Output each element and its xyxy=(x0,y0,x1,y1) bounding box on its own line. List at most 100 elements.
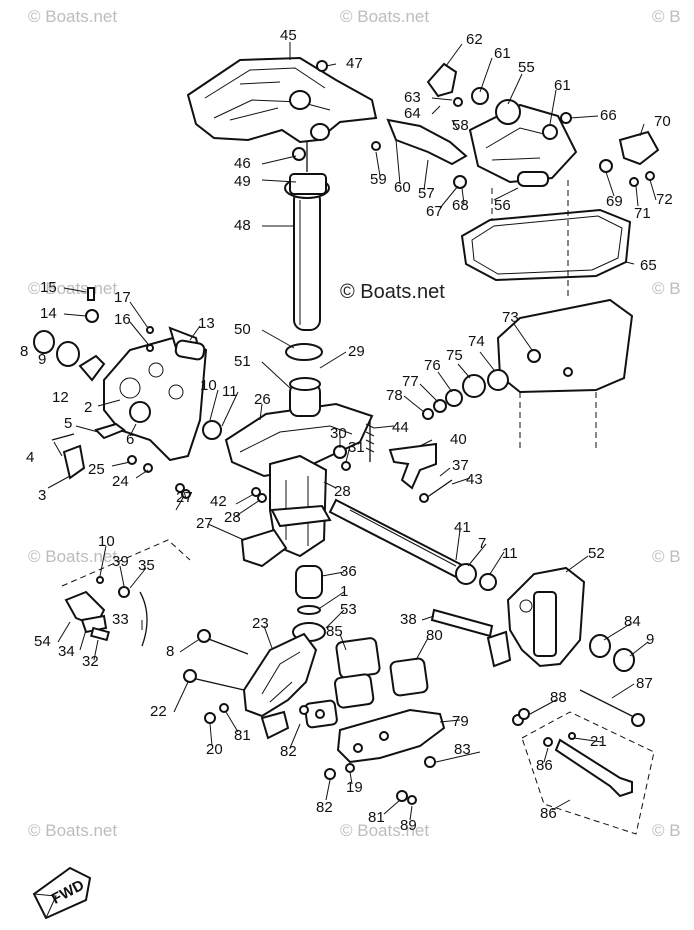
callout-label: 8 xyxy=(20,343,28,360)
callout-label: 52 xyxy=(588,545,605,562)
callout-label: 10 xyxy=(98,533,115,550)
callout-label: 54 xyxy=(34,633,51,650)
callout-label: 31 xyxy=(348,439,365,456)
callout-label: 87 xyxy=(636,675,653,692)
callout-label: 77 xyxy=(402,373,419,390)
callout-label: 6 xyxy=(126,431,134,448)
watermark-top-right: © B xyxy=(652,7,681,26)
callout-label: 12 xyxy=(52,389,69,406)
callout-label: 29 xyxy=(348,343,365,360)
callout-label: 79 xyxy=(452,713,469,730)
callout-label: 78 xyxy=(386,387,403,404)
parts-drawing xyxy=(32,56,660,920)
callout-label: 69 xyxy=(606,193,623,210)
callout-label: 84 xyxy=(624,613,641,630)
clamp-strap xyxy=(388,442,453,503)
callout-label: 53 xyxy=(340,601,357,618)
callout-label: 63 xyxy=(404,89,421,106)
callout-label: 3 xyxy=(38,487,46,504)
callout-label: 66 xyxy=(600,107,617,124)
callout-label: 75 xyxy=(446,347,463,364)
callout-label: 82 xyxy=(316,799,333,816)
callout-label: 14 xyxy=(40,305,57,322)
callout-label: 56 xyxy=(494,197,511,214)
callout-label: 74 xyxy=(468,333,485,350)
mount-rubbers xyxy=(299,637,429,729)
callout-label: 50 xyxy=(234,321,251,338)
callout-label: 81 xyxy=(234,727,251,744)
watermark-bottom-center: © Boats.net xyxy=(340,821,429,840)
callout-label: 37 xyxy=(452,457,469,474)
callout-label: 39 xyxy=(112,553,129,570)
callout-label: 73 xyxy=(502,309,519,326)
callout-label: 71 xyxy=(634,205,651,222)
watermark-top-center: © Boats.net xyxy=(340,7,429,26)
callout-label: 55 xyxy=(518,59,535,76)
lower-mount-bracket xyxy=(336,708,446,768)
steering-shaft xyxy=(284,142,330,331)
callout-label: 38 xyxy=(400,611,417,628)
trim-rod-parts xyxy=(61,539,191,647)
callout-label: 33 xyxy=(112,611,129,628)
upper-mount-bracket xyxy=(186,56,378,144)
watermark-mid-left: © Boats.net xyxy=(28,279,117,298)
callout-label: 57 xyxy=(418,185,435,202)
callout-label: 21 xyxy=(590,733,607,750)
callout-label: 1 xyxy=(340,583,348,600)
swivel-bracket xyxy=(175,343,375,568)
callout-label: 30 xyxy=(330,425,347,442)
callout-label: 51 xyxy=(234,353,251,370)
callout-label: 8 xyxy=(166,643,174,660)
watermark-lower-left: © Boats.net xyxy=(28,547,117,566)
cover-gasket xyxy=(460,180,632,300)
callout-label: 59 xyxy=(370,171,387,188)
callout-label: 15 xyxy=(40,279,57,296)
callout-label: 4 xyxy=(26,449,34,466)
watermark-bottom-left: © Boats.net xyxy=(28,821,117,840)
callout-label: 70 xyxy=(654,113,671,130)
callout-label: 42 xyxy=(210,493,227,510)
watermark-bottom-right: © B xyxy=(652,821,681,840)
callout-label: 86 xyxy=(540,805,557,822)
callout-label: 65 xyxy=(640,257,657,274)
callout-label: 34 xyxy=(58,643,75,660)
left-clamp-bracket xyxy=(33,287,222,480)
callout-label: 68 xyxy=(452,197,469,214)
callout-label: 36 xyxy=(340,563,357,580)
callout-label: 28 xyxy=(334,483,351,500)
callout-label: 76 xyxy=(424,357,441,374)
callout-label: 47 xyxy=(346,55,363,72)
callout-label: 41 xyxy=(454,519,471,536)
callout-label: 61 xyxy=(554,77,571,94)
callout-label: 25 xyxy=(88,461,105,478)
watermark-mid-right: © B xyxy=(652,279,681,298)
callout-label: 89 xyxy=(400,817,417,834)
callout-label: 10 xyxy=(200,377,217,394)
right-clamp-bracket xyxy=(430,566,635,672)
callout-label: 11 xyxy=(502,545,518,562)
callout-label: 23 xyxy=(252,615,269,632)
callout-label: 20 xyxy=(206,741,223,758)
callout-label: 43 xyxy=(466,471,483,488)
watermark-center: © Boats.net xyxy=(340,281,445,303)
lower-mount-housing xyxy=(242,632,318,740)
callout-label: 44 xyxy=(392,419,409,436)
callout-label: 62 xyxy=(466,31,483,48)
callout-label: 86 xyxy=(536,757,553,774)
callout-label: 7 xyxy=(478,535,486,552)
callout-label: 19 xyxy=(346,779,363,796)
leader-lines xyxy=(47,42,657,821)
callout-label: 2 xyxy=(84,399,92,416)
callout-label: 45 xyxy=(280,27,297,44)
callout-label: 27 xyxy=(196,515,213,532)
callout-label: 9 xyxy=(646,631,654,648)
callout-label: 58 xyxy=(452,117,469,134)
callout-label: 40 xyxy=(450,431,467,448)
fwd-arrow xyxy=(32,866,92,920)
callout-label: 16 xyxy=(114,311,131,328)
callout-label: 13 xyxy=(198,315,215,332)
callout-label: 26 xyxy=(254,391,271,408)
callout-label: 46 xyxy=(234,155,251,172)
tilt-lever xyxy=(521,711,655,835)
